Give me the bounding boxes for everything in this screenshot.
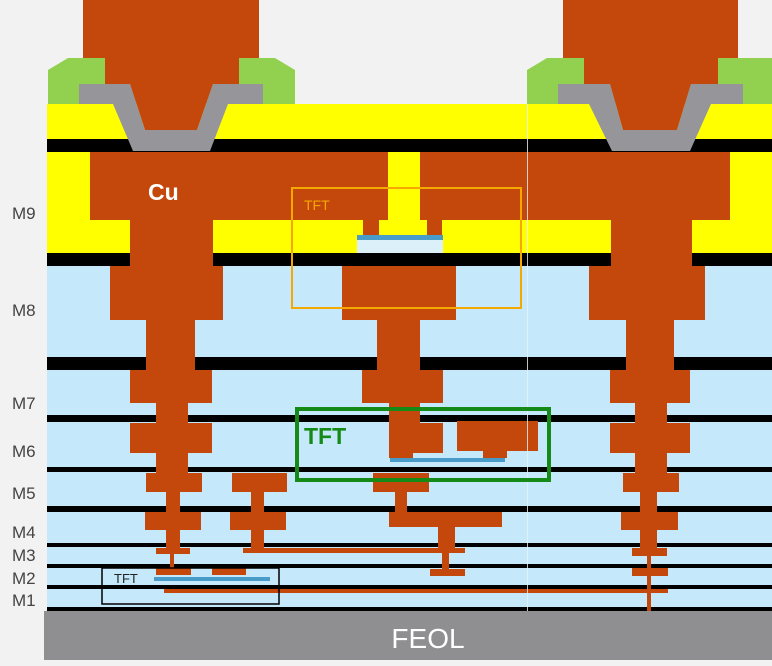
feol-substrate	[44, 611, 772, 660]
tft-box-m9	[291, 187, 522, 309]
barrier-right	[558, 84, 743, 151]
tft-m2-channel	[154, 577, 270, 581]
tft-box-m6	[295, 407, 551, 482]
layer-label-m4: M4	[12, 523, 36, 542]
layer-label-m5: M5	[12, 484, 36, 503]
layer-label-m7: M7	[12, 394, 36, 413]
layer-label-m8: M8	[12, 301, 36, 320]
layer-label-m3: M3	[12, 546, 36, 565]
layer-label-m2: M2	[12, 569, 36, 588]
cu-label: Cu	[148, 179, 179, 205]
barrier-left	[79, 84, 263, 151]
etch-stop-m9	[47, 253, 772, 266]
copper-interconnects	[90, 152, 730, 611]
feol-label: FEOL	[391, 623, 464, 654]
tft-label-m6: TFT	[304, 423, 346, 449]
tft-label-m2: TFT	[114, 571, 138, 586]
layer-label-m9: M9	[12, 204, 36, 223]
tft-m9-gate-dielectric	[357, 240, 443, 253]
tft-m6-channel	[390, 458, 505, 462]
pad-copper-right	[563, 0, 738, 130]
tft-m9-channel	[357, 235, 443, 240]
pad-copper-left	[83, 0, 259, 130]
tft-label-m9: TFT	[304, 197, 330, 213]
tft-box-m2	[101, 567, 280, 605]
etch-stop-top	[47, 139, 772, 152]
layer-label-m1: M1	[12, 591, 36, 610]
layer-label-m6: M6	[12, 442, 36, 461]
